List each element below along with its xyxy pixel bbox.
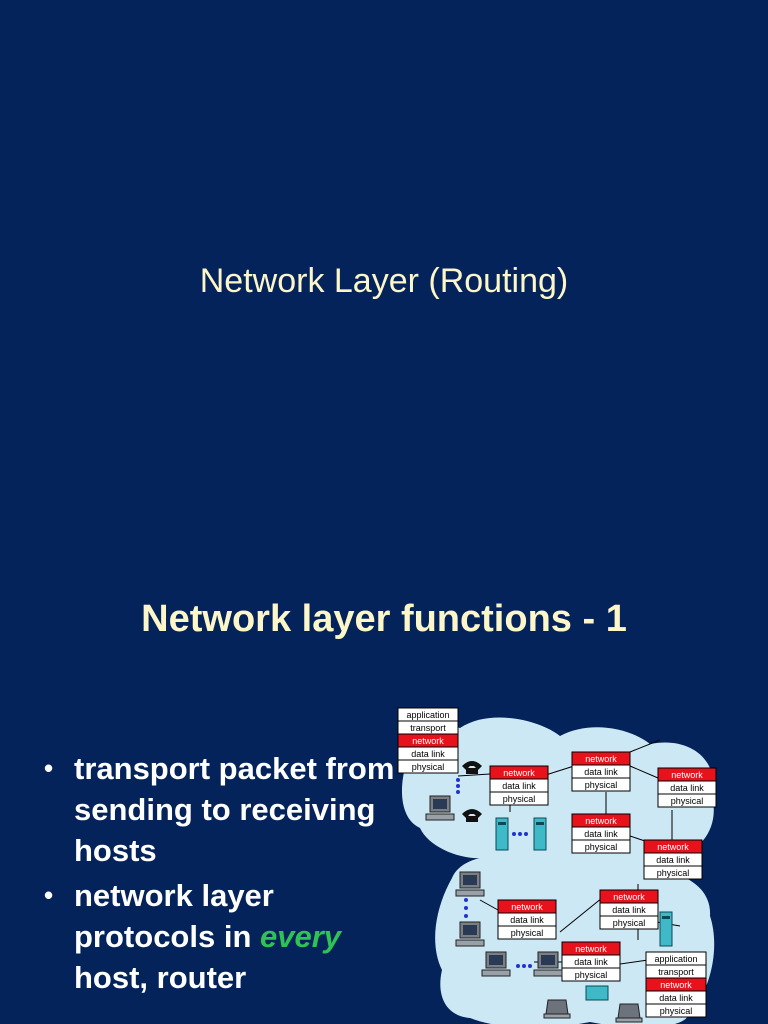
computer-icon bbox=[533, 951, 563, 977]
server-icon bbox=[585, 985, 609, 1001]
svg-text:data link: data link bbox=[510, 915, 544, 925]
svg-text:network: network bbox=[585, 754, 617, 764]
router-stack: network data link physical bbox=[599, 889, 659, 930]
bullet-dot-icon: • bbox=[44, 880, 54, 910]
svg-text:physical: physical bbox=[660, 1006, 693, 1016]
computer-icon bbox=[425, 795, 455, 821]
svg-text:data link: data link bbox=[502, 781, 536, 791]
svg-text:data link: data link bbox=[584, 767, 618, 777]
svg-text:data link: data link bbox=[612, 905, 646, 915]
slide1-title: Network Layer (Routing) bbox=[199, 262, 569, 300]
svg-text:transport: transport bbox=[658, 967, 694, 977]
router-stack: network data link physical bbox=[657, 767, 717, 808]
svg-text:physical: physical bbox=[613, 918, 646, 928]
svg-text:data link: data link bbox=[670, 783, 704, 793]
bullet-list: • transport packet from sending to recei… bbox=[40, 748, 400, 1002]
svg-text:network: network bbox=[657, 842, 689, 852]
stack-label-network: network bbox=[412, 736, 444, 746]
bullet-text: network layer protocols in bbox=[74, 878, 274, 954]
telephone-icon bbox=[462, 761, 482, 774]
svg-text:physical: physical bbox=[511, 928, 544, 938]
router-stack: network data link physical bbox=[571, 813, 631, 854]
svg-text:physical: physical bbox=[657, 868, 690, 878]
upper-network-cloud bbox=[401, 717, 714, 872]
svg-text:network: network bbox=[503, 768, 535, 778]
server-icon bbox=[659, 911, 673, 947]
svg-text:physical: physical bbox=[671, 796, 704, 806]
telephone-icon bbox=[462, 809, 482, 822]
bullet-text-tail: host, router bbox=[74, 960, 247, 995]
bullet-dot-icon: • bbox=[44, 753, 54, 783]
bullet-item: • transport packet from sending to recei… bbox=[40, 748, 400, 871]
computer-icon bbox=[455, 921, 485, 947]
svg-text:data link: data link bbox=[584, 829, 618, 839]
svg-text:data link: data link bbox=[659, 993, 693, 1003]
svg-text:physical: physical bbox=[585, 780, 618, 790]
svg-text:network: network bbox=[613, 892, 645, 902]
svg-text:physical: physical bbox=[585, 842, 618, 852]
stack-label-data-link: data link bbox=[411, 749, 445, 759]
server-icon bbox=[495, 817, 509, 851]
computer-icon bbox=[481, 951, 511, 977]
svg-text:application: application bbox=[654, 954, 697, 964]
slide2-title: Network layer functions - 1 bbox=[141, 598, 627, 640]
svg-text:network: network bbox=[511, 902, 543, 912]
stack-label-application: application bbox=[406, 710, 449, 720]
svg-text:network: network bbox=[575, 944, 607, 954]
host-protocol-stack: application transport network data link … bbox=[645, 951, 707, 1018]
laptop-icon bbox=[543, 999, 571, 1019]
router-stack: network data link physical bbox=[561, 941, 621, 982]
stack-label-physical: physical bbox=[412, 762, 445, 772]
server-icon bbox=[533, 817, 547, 851]
stack-label-transport: transport bbox=[410, 723, 446, 733]
svg-text:network: network bbox=[660, 980, 692, 990]
svg-text:network: network bbox=[585, 816, 617, 826]
router-stack: network data link physical bbox=[643, 839, 703, 880]
router-stack: network data link physical bbox=[571, 751, 631, 792]
laptop-icon bbox=[615, 1003, 643, 1023]
host-protocol-stack: application transport network data link … bbox=[397, 707, 459, 774]
network-diagram: application transport network data link … bbox=[397, 707, 717, 1024]
svg-text:network: network bbox=[671, 770, 703, 780]
ellipsis-dots bbox=[456, 778, 532, 968]
bullet-item: • network layer protocols in every host,… bbox=[40, 875, 400, 998]
svg-text:physical: physical bbox=[503, 794, 536, 804]
bullet-emphasis: every bbox=[260, 919, 342, 954]
svg-text:physical: physical bbox=[575, 970, 608, 980]
computer-icon bbox=[455, 871, 485, 897]
router-stack: network data link physical bbox=[489, 765, 549, 806]
svg-text:data link: data link bbox=[574, 957, 608, 967]
router-stack: network data link physical bbox=[497, 899, 557, 940]
svg-text:data link: data link bbox=[656, 855, 690, 865]
bullet-text: transport packet from sending to receivi… bbox=[74, 751, 395, 868]
